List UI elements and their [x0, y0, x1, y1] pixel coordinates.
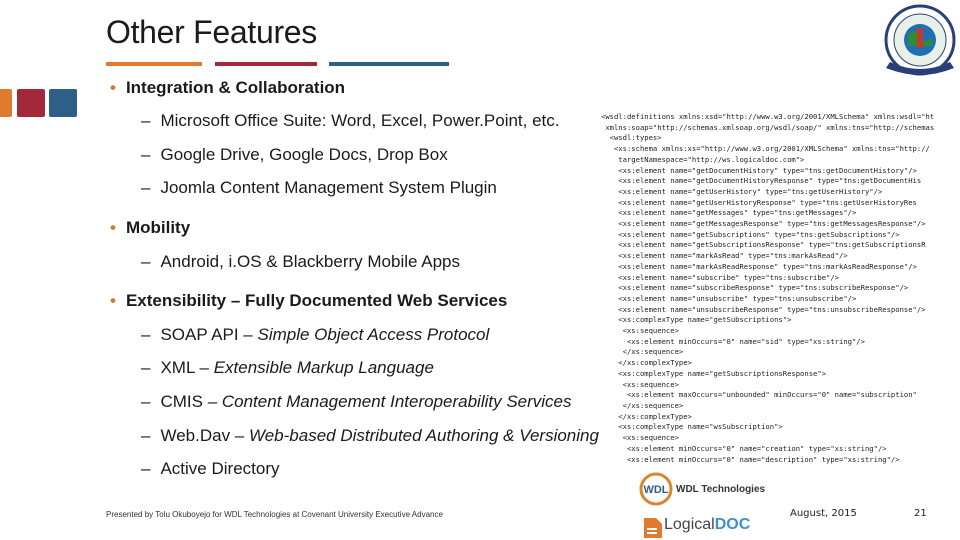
item-text: Microsoft Office Suite: Word, Excel, Pow… [160, 111, 560, 130]
dash-marker: – [141, 111, 151, 130]
dash-marker: – [141, 358, 151, 377]
slide-date: August, 2015 [790, 508, 857, 519]
item-text: Joomla Content Management System Plugin [160, 178, 497, 197]
dash-marker: – [141, 392, 151, 411]
item-text: Web.Dav – [160, 426, 249, 445]
wdl-logo-text: WDL Technologies [676, 484, 766, 495]
item-text: Integration & Collaboration [125, 78, 346, 97]
item-text: XML – [160, 358, 214, 377]
dash-marker: – [141, 426, 151, 445]
slide-title: Other Features [106, 14, 318, 50]
dash-marker: – [141, 145, 151, 164]
title-rule-red [215, 62, 317, 66]
accent-square-orange [0, 89, 12, 117]
sub-bullet-item: –Active Directory [141, 459, 280, 479]
item-italic-text: Extensible Markup Language [213, 358, 434, 377]
bullet-item: • Integration & Collaboration [110, 78, 345, 98]
dash-marker: – [141, 252, 151, 271]
accent-square-red [17, 89, 45, 117]
item-text: CMIS – [160, 392, 222, 411]
item-text: Android, i.OS & Blackberry Mobile Apps [160, 252, 460, 271]
dash-marker: – [141, 178, 151, 197]
sub-bullet-item: –SOAP API – Simple Object Access Protoco… [141, 325, 489, 345]
bullet-item: • Mobility [110, 218, 190, 238]
item-text: Extensibility – Fully Documented Web Ser… [125, 291, 508, 310]
item-text: Active Directory [160, 459, 280, 478]
accent-square-blue [49, 89, 77, 117]
sub-bullet-item: –XML – Extensible Markup Language [141, 358, 434, 378]
item-text: Mobility [125, 218, 191, 237]
sub-bullet-item: –Android, i.OS & Blackberry Mobile Apps [141, 252, 460, 272]
sub-bullet-item: –Google Drive, Google Docs, Drop Box [141, 145, 448, 165]
dash-marker: – [141, 325, 151, 344]
wdl-logo-icon: WDL [639, 472, 673, 506]
sub-bullet-item: –Joomla Content Management System Plugin [141, 178, 497, 198]
item-italic-text: Web-based Distributed Authoring & Versio… [248, 426, 599, 445]
svg-text:WDL: WDL [643, 484, 668, 496]
bullet-marker: • [110, 291, 116, 310]
title-rule-blue [329, 62, 449, 66]
bullet-marker: • [110, 218, 116, 237]
sub-bullet-item: –CMIS – Content Management Interoperabil… [141, 392, 572, 412]
item-text: Google Drive, Google Docs, Drop Box [160, 145, 448, 164]
covenant-university-logo [884, 4, 956, 76]
item-text: SOAP API – [160, 325, 258, 344]
sub-bullet-item: –Microsoft Office Suite: Word, Excel, Po… [141, 111, 560, 131]
xml-code: <wsdl:definitions xmlns:xsd="http://www.… [601, 112, 935, 464]
bullet-marker: • [110, 78, 116, 97]
xml-screenshot: <wsdl:definitions xmlns:xsd="http://www.… [601, 112, 941, 464]
item-italic-text: Simple Object Access Protocol [257, 325, 490, 344]
item-italic-text: Content Management Interoperability Serv… [221, 392, 572, 411]
title-rule-orange [106, 62, 202, 66]
sub-bullet-item: –Web.Dav – Web-based Distributed Authori… [141, 426, 599, 446]
bullet-item: • Extensibility – Fully Documented Web Se… [110, 291, 507, 311]
logicaldoc-logo-text: LogicalDOC [664, 516, 751, 533]
page-number: 21 [914, 508, 927, 519]
dash-marker: – [141, 459, 151, 478]
footer-text: Presented by Tolu Okuboyejo for WDL Tech… [106, 510, 443, 519]
logicaldoc-logo-icon [644, 518, 662, 538]
